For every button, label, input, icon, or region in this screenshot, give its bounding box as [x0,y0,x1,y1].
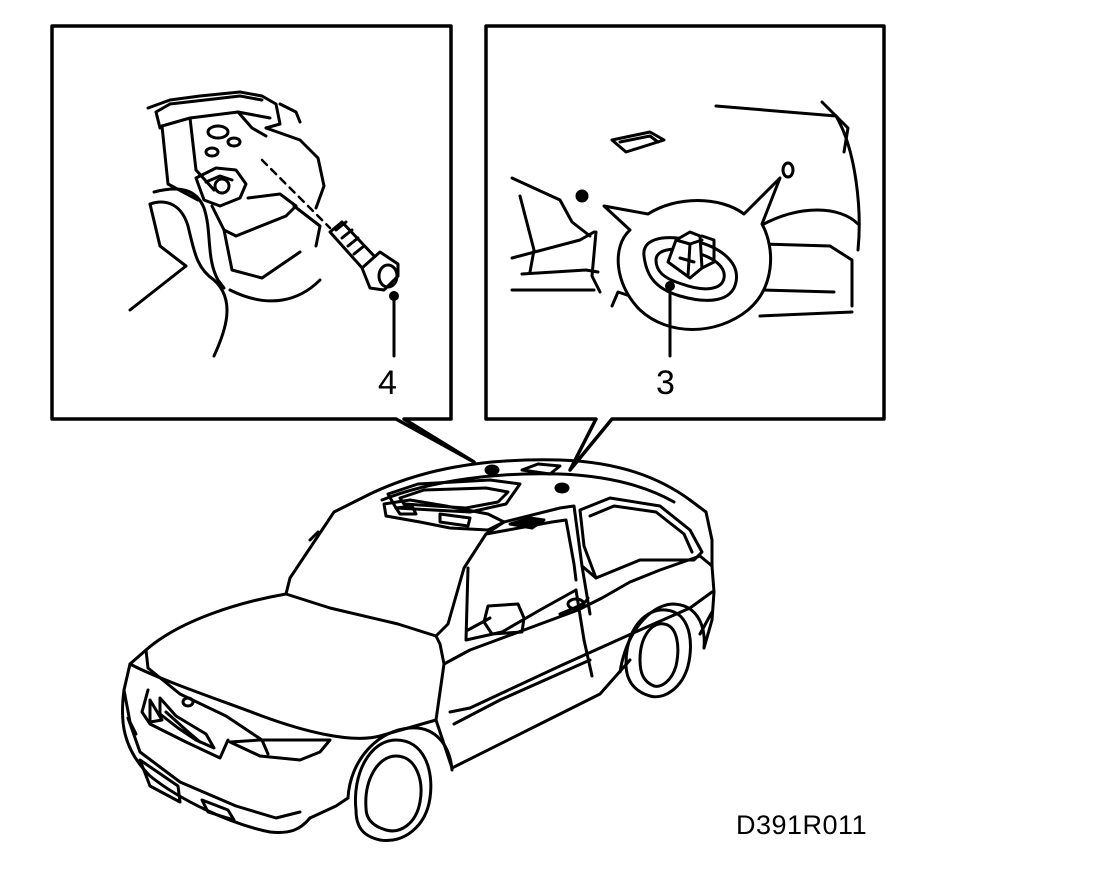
car-illustration [122,460,714,841]
detail-box-screw [52,26,474,462]
detail-box-clip [486,26,884,470]
callout-label-clip: 3 [656,364,675,402]
figure-reference-code: D391R011 [736,810,868,840]
callout-label-screw: 4 [378,364,397,402]
